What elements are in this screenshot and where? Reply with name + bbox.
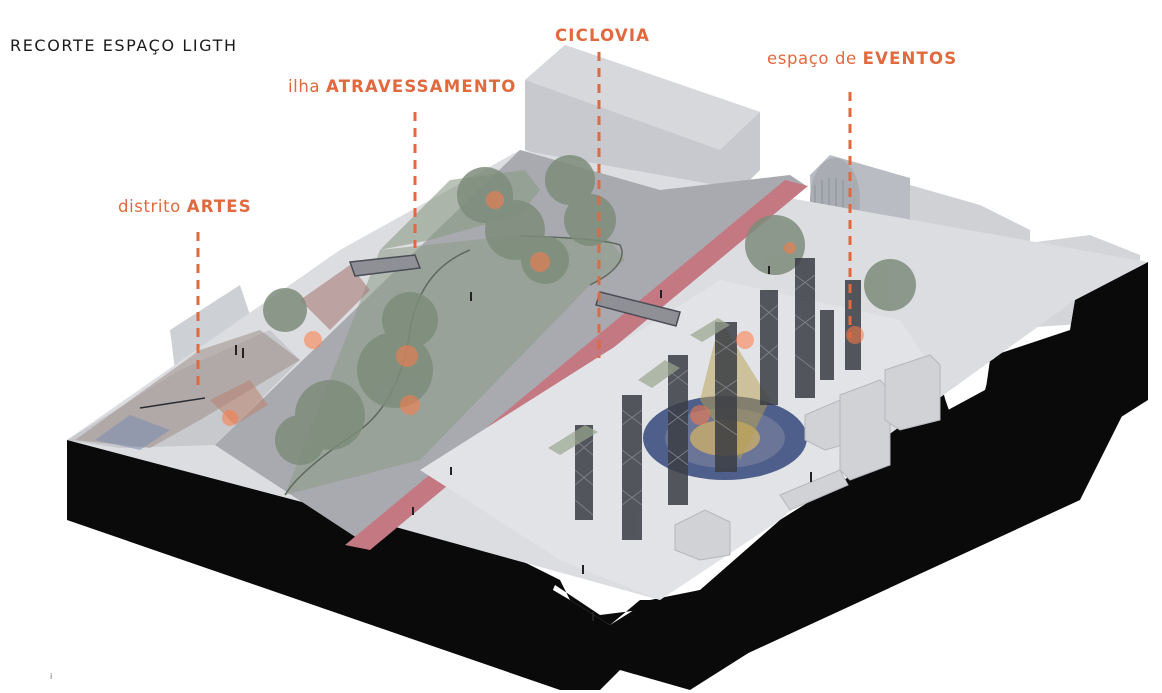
callout-lines <box>196 52 852 392</box>
label-ilha-atravessamento: ilha ATRAVESSAMENTO <box>288 77 517 96</box>
label-ilha-prefix: ilha <box>288 77 321 96</box>
bridges <box>139 254 681 409</box>
label-ciclovia-bold: CICLOVIA <box>555 26 651 45</box>
footnote-mark: i <box>50 672 53 681</box>
people <box>235 266 812 621</box>
label-eventos-bold: EVENTOS <box>862 49 958 68</box>
section-cut <box>67 262 1148 690</box>
plaza-blocks <box>674 354 941 561</box>
label-artes-district: distrito ARTES <box>118 197 252 216</box>
lattice-towers <box>575 258 861 540</box>
trees <box>263 155 916 465</box>
light-glows <box>222 191 864 426</box>
label-artes-prefix: distrito <box>118 197 181 216</box>
tower-canopy-panels <box>548 318 730 455</box>
label-eventos-prefix: espaço de <box>767 49 857 68</box>
label-ciclovia: CICLOVIA <box>555 26 650 45</box>
tower-cross-bracing <box>574 274 816 516</box>
label-artes-bold: ARTES <box>186 197 252 216</box>
label-espaco-eventos: espaço de EVENTOS <box>767 49 957 68</box>
label-ilha-bold: ATRAVESSAMENTO <box>326 77 517 96</box>
page-title: RECORTE ESPAÇO LIGTH <box>10 36 238 55</box>
